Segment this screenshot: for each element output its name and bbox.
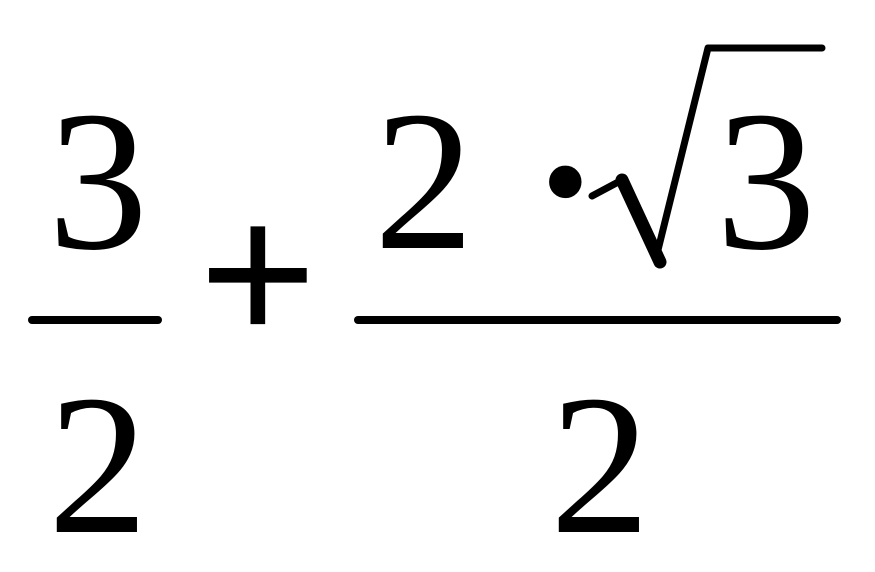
term2-coefficient: 2 [374,71,474,292]
radicand: 3 [716,71,816,292]
term1-denominator: 2 [48,355,148,572]
sqrt-hook [615,173,667,269]
multiply-dot: · [532,71,599,292]
term1-numerator: 3 [48,71,148,292]
plus-operator: + [198,159,318,391]
term2-denominator: 2 [550,355,650,572]
